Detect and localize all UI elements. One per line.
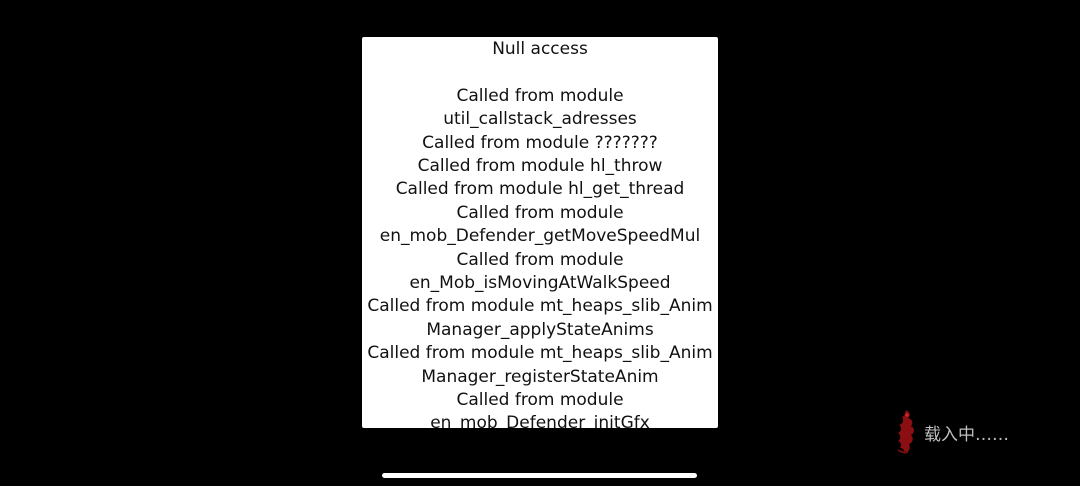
trace-line: Called from module mt_heaps_slib_Anim (367, 343, 713, 364)
home-indicator-bar[interactable] (382, 473, 697, 478)
dialog-title: Null access (492, 39, 588, 59)
trace-line: Called from module (456, 85, 624, 106)
trace-line: Called from module (456, 202, 624, 223)
loading-indicator: 载入中…… (892, 406, 1009, 458)
trace-line: Called from module hl_throw (417, 156, 663, 176)
trace-line: Called from module hl_get_thread (395, 179, 685, 200)
dialog-spacer (362, 61, 718, 84)
trace-line: util_callstack_adresses (443, 109, 637, 130)
trace-line: Manager_registerStateAnim (421, 366, 659, 387)
trace-line: Called from module ??????? (422, 132, 658, 153)
error-dialog: Null access Called from module util_call… (362, 37, 718, 428)
trace-line: Called from module (456, 249, 624, 270)
loading-text: 载入中…… (924, 424, 1009, 445)
trace-line: Manager_applyStateAnims (426, 319, 654, 340)
trace-line: Called from module (456, 390, 624, 411)
red-dragon-logo-icon (897, 410, 914, 454)
trace-line: en_mob_Defender_initGfx (430, 413, 650, 428)
trace-line: Called from module mt_heaps_slib_Anim (367, 296, 713, 317)
trace-line: en_Mob_isMovingAtWalkSpeed (409, 273, 671, 294)
trace-line: en_mob_Defender_getMoveSpeedMul (379, 226, 701, 247)
